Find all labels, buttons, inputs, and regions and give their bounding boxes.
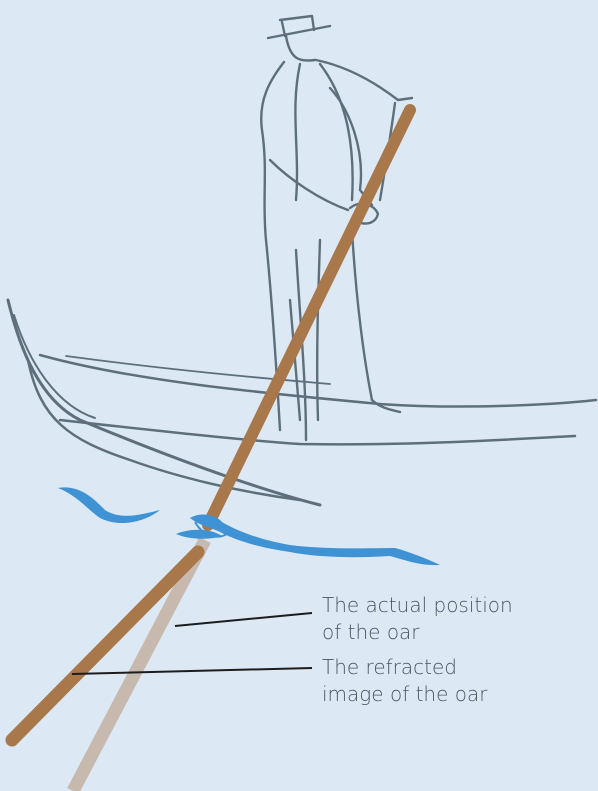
oar-above-water [208,110,410,525]
label-actual-line2: of the oar [322,619,513,646]
label-refracted-line2: image of the oar [322,681,488,708]
leader-line-actual [175,613,312,626]
water-ripples [58,487,440,565]
label-actual-position: The actual position of the oar [322,592,513,646]
label-refracted-line1: The refracted [322,654,488,681]
label-actual-line1: The actual position [322,592,513,619]
oar-below-water [12,552,198,740]
leader-line-refracted [72,668,312,674]
label-refracted-image: The refracted image of the oar [322,654,488,708]
